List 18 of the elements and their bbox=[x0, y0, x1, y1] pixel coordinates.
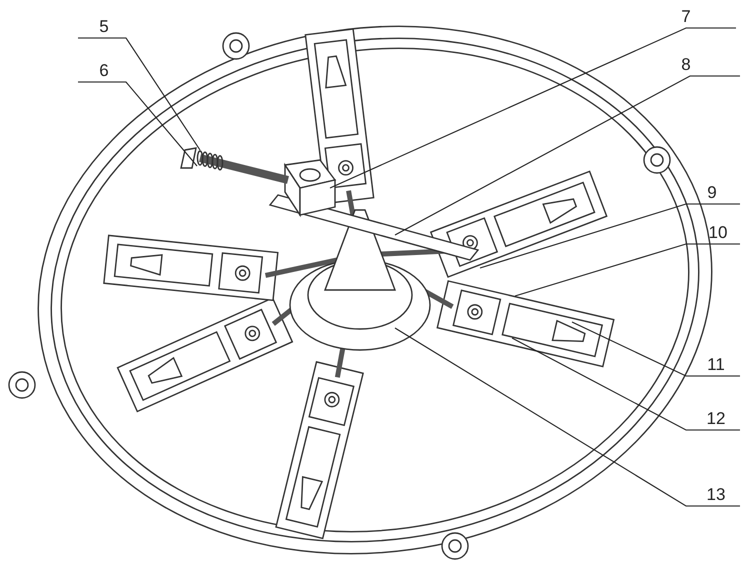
callout-number: 12 bbox=[696, 410, 736, 428]
callout-number: 5 bbox=[84, 18, 124, 36]
callout-number: 8 bbox=[666, 56, 706, 74]
leader-line bbox=[394, 75, 740, 236]
leader-line bbox=[78, 81, 198, 166]
callout-number: 9 bbox=[692, 184, 732, 202]
leader-line bbox=[394, 328, 740, 507]
callout-number: 7 bbox=[666, 8, 706, 26]
callout-number: 13 bbox=[696, 486, 736, 504]
callout-number: 11 bbox=[696, 356, 736, 374]
callout-number: 10 bbox=[698, 224, 738, 242]
leader-line bbox=[572, 322, 740, 377]
callout-number: 6 bbox=[84, 62, 124, 80]
leader-line bbox=[480, 203, 740, 269]
leader-line bbox=[78, 37, 200, 150]
leader-line bbox=[514, 243, 740, 297]
leader-line bbox=[512, 338, 740, 431]
leader-line bbox=[330, 27, 736, 188]
